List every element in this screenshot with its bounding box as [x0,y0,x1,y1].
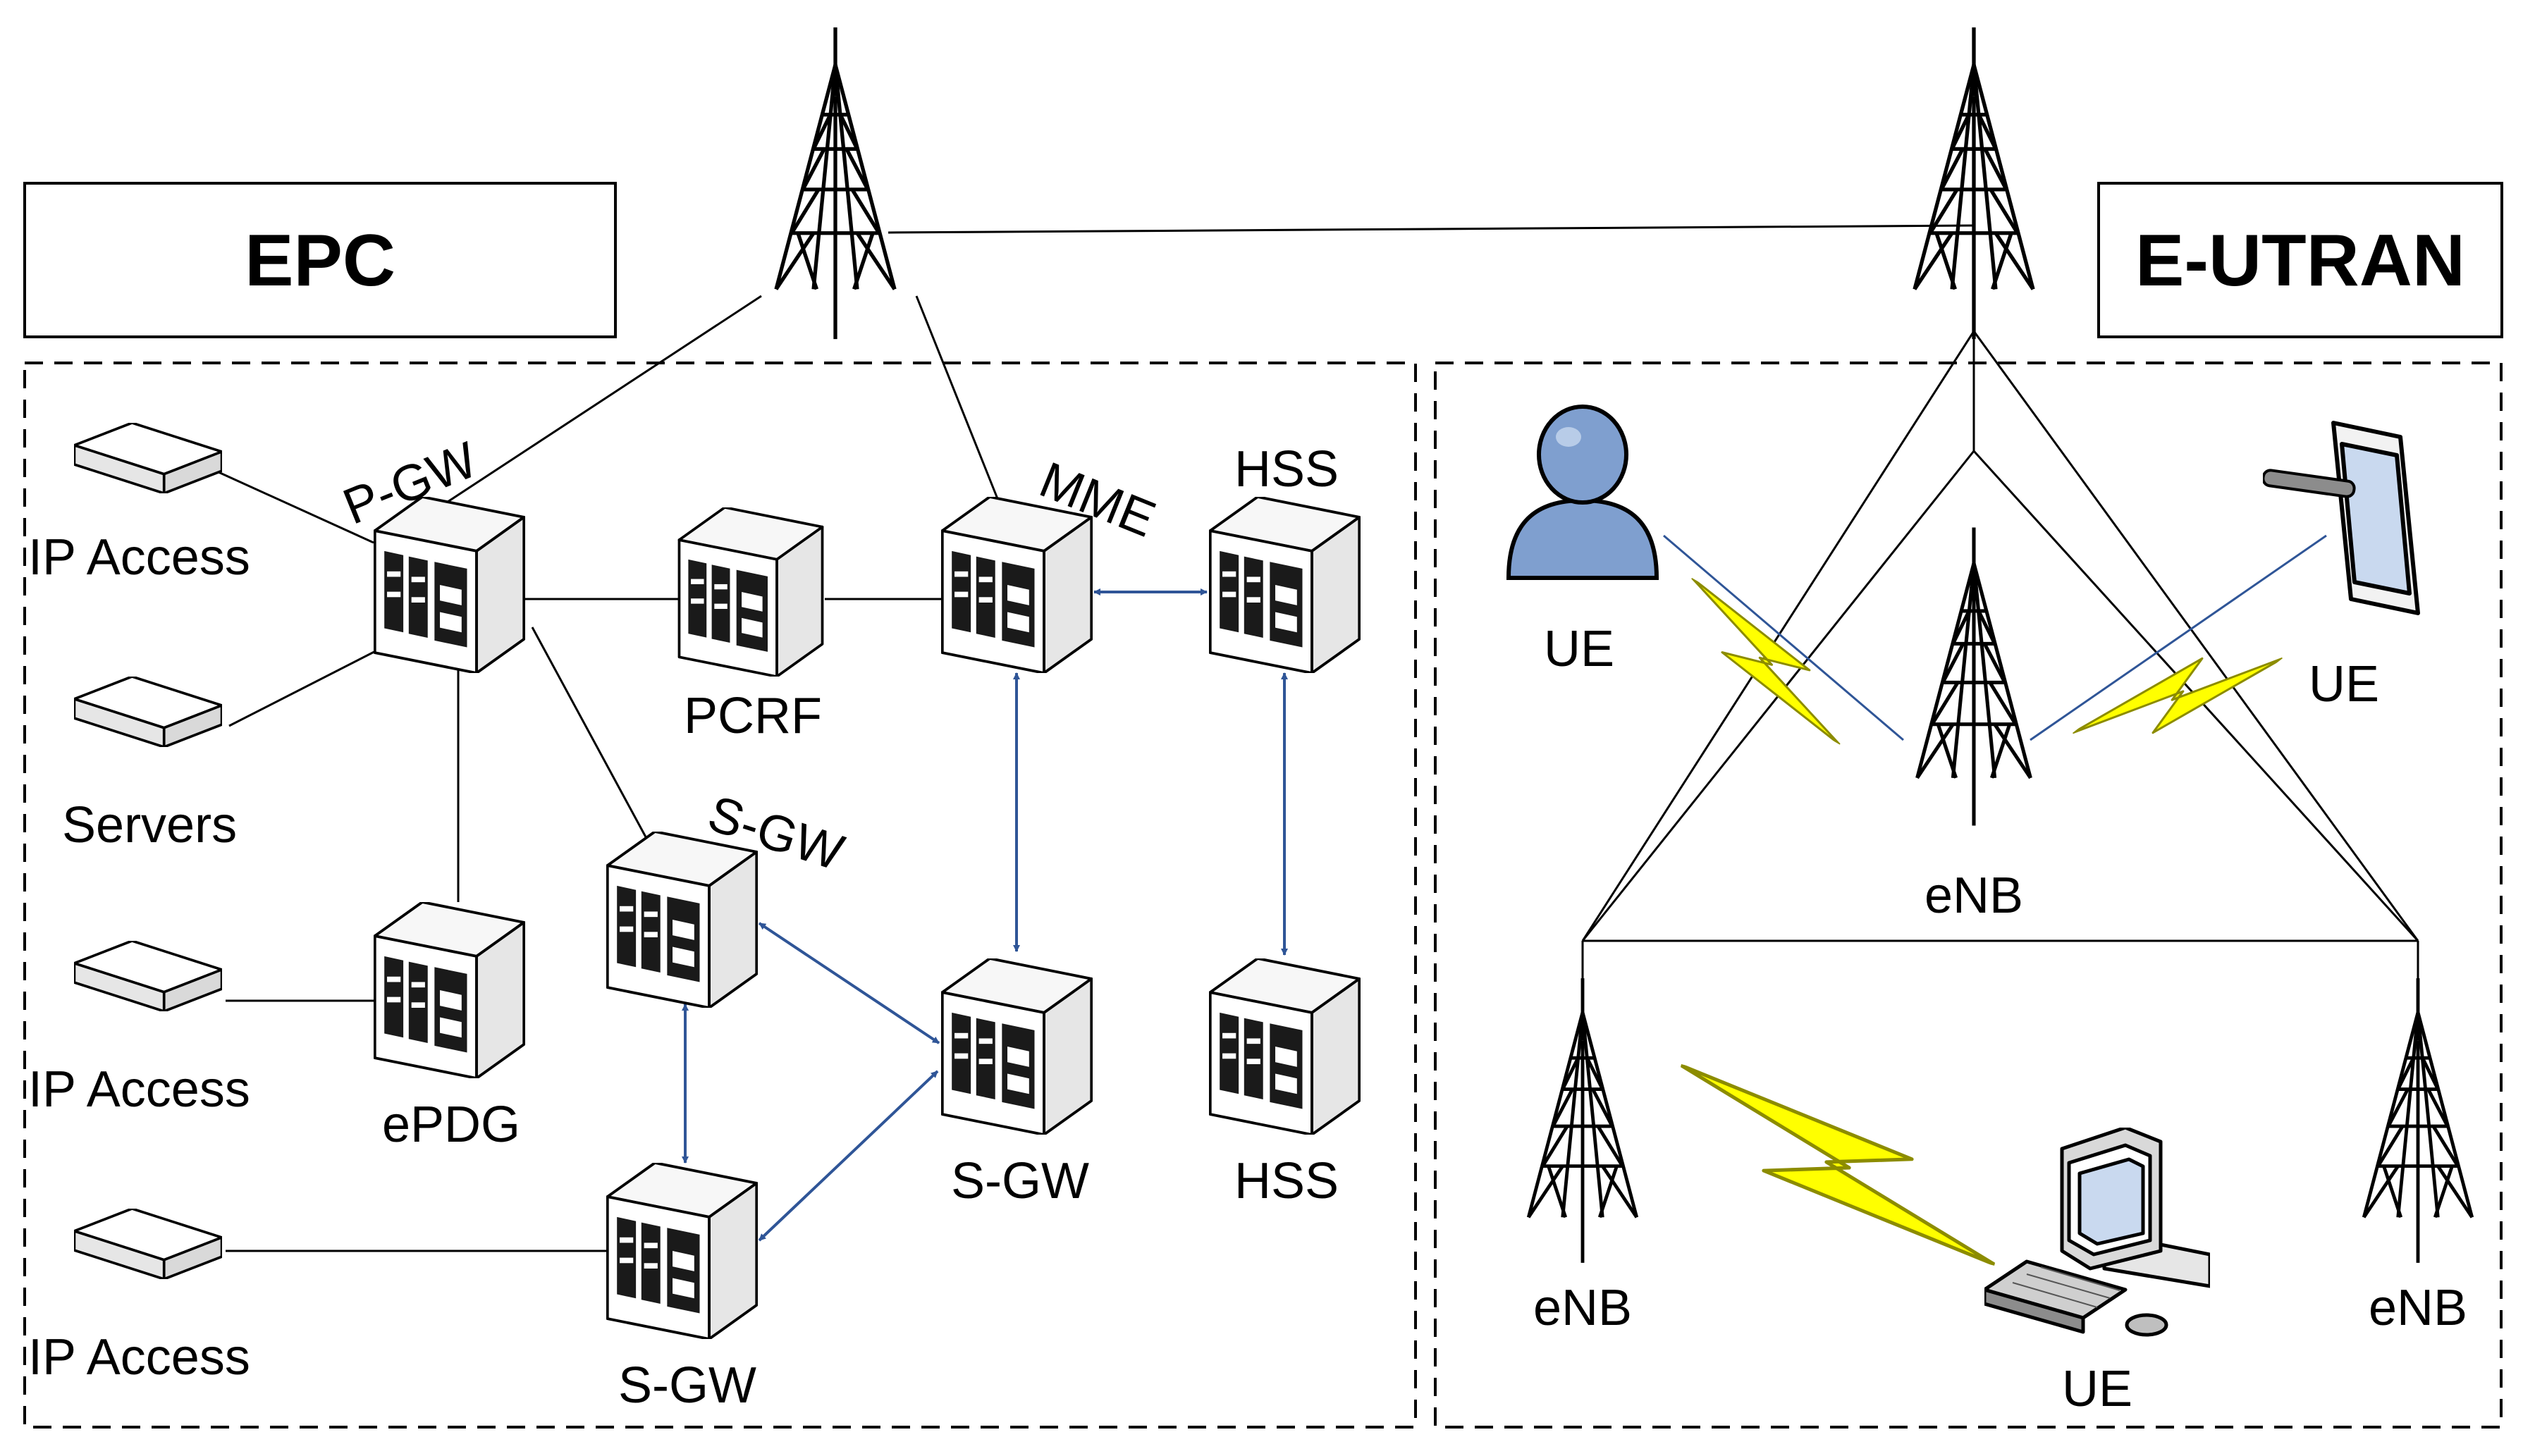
ue-label: UE [2062,1361,2132,1417]
lightning-icon [1652,1066,2022,1265]
hss-label: HSS [1234,1153,1339,1209]
lightning-icon [1657,578,1875,745]
ip-access-label: IP Access [28,529,250,586]
access-device-icon [74,677,222,747]
tablet-icon [2262,423,2418,613]
server-cube-icon [941,497,1093,673]
radio-tower-icon [1915,27,2033,339]
epc-region [23,362,1417,1429]
servers-label: Servers [62,797,237,853]
desktop-computer-icon [1984,1128,2210,1335]
signaling-links [682,588,1288,1242]
server-cube-icon [374,497,525,673]
user-icon [1509,407,1657,578]
ip-access-label: IP Access [28,1061,250,1118]
eutran-title-box [2097,182,2503,338]
lightning-icon [2073,603,2283,789]
epdg-label: ePDG [382,1097,520,1153]
access-device-icon [74,1209,222,1279]
sgw-label: S-GW [618,1357,756,1414]
radio-tower-icon [2364,978,2472,1263]
ue-label: UE [1544,621,1614,677]
server-cube-icon [606,832,758,1008]
ip-access-label: IP Access [28,1329,250,1386]
radio-tower-icon [1528,978,1636,1263]
ue-label: UE [2309,656,2379,712]
eutran-title: E-UTRAN [2135,220,2465,302]
server-cube-icon [1209,958,1361,1135]
server-cube-icon [677,507,824,677]
hss-label: HSS [1234,441,1339,498]
sgw-label: S-GW [951,1153,1089,1209]
access-device-icon [74,941,222,1011]
server-cube-icon [941,958,1093,1135]
server-cube-icon [606,1163,758,1339]
enb-label: eNB [1925,868,2023,924]
server-cube-icon [374,902,525,1078]
epc-title-box [23,182,617,338]
core-links [218,224,1975,1252]
access-device-icon [74,423,222,493]
radio-tower-icon [1917,527,2031,825]
radio-tower-icon [776,27,895,339]
enb-label: eNB [1533,1280,1632,1336]
enb-label: eNB [2369,1280,2467,1336]
pcrf-label: PCRF [684,688,822,744]
epc-title: EPC [245,220,395,302]
eutran-region [1434,362,2503,1429]
server-cube-icon [1209,497,1361,673]
